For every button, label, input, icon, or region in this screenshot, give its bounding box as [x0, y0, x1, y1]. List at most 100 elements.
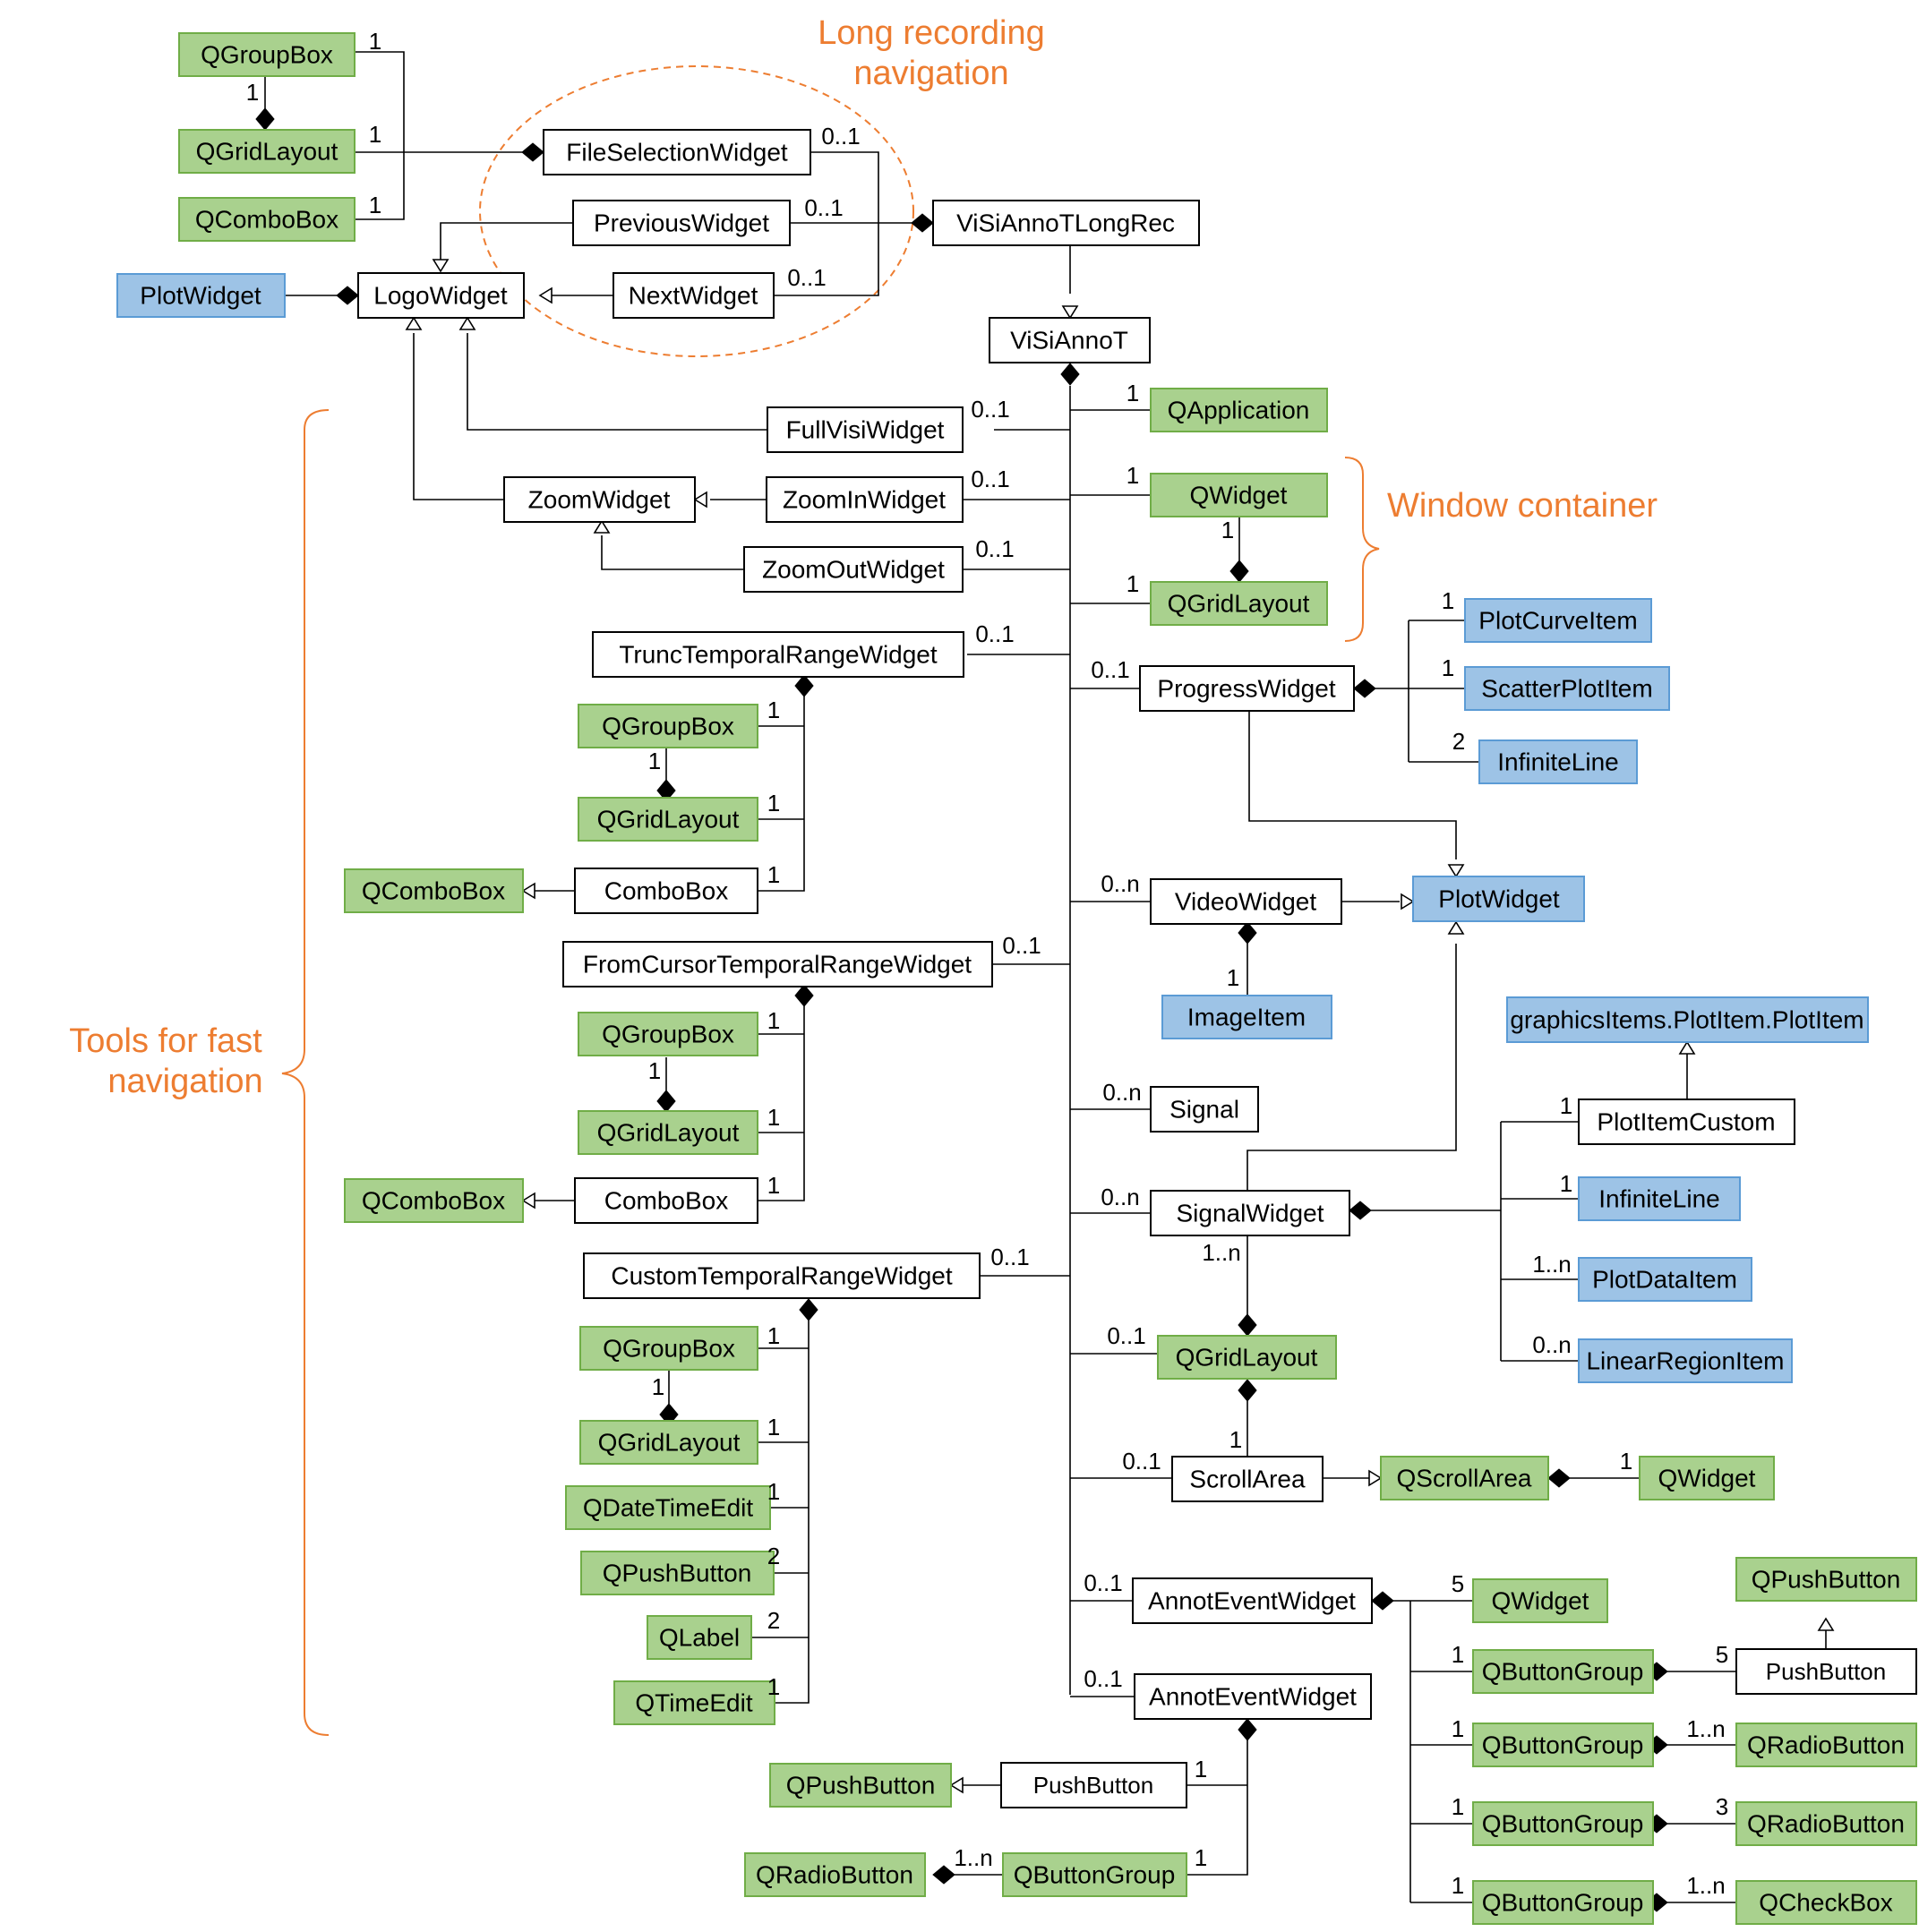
node-nextwidget[interactable] [613, 272, 775, 319]
node-infiniteline-sw[interactable] [1578, 1176, 1741, 1221]
node-qradiobutton-r2[interactable] [1735, 1723, 1917, 1767]
node-qcheckbox[interactable] [1735, 1880, 1917, 1925]
node-infiniteline-pw[interactable] [1478, 739, 1638, 784]
node-qbuttongroup2[interactable] [1472, 1723, 1654, 1767]
node-pushbutton-bottom[interactable] [1000, 1762, 1187, 1808]
node-fc-combobox[interactable] [574, 1177, 758, 1224]
node-zoomwidget[interactable] [503, 476, 696, 523]
triangle-marker [1447, 864, 1465, 878]
node-fc-qgridlayout[interactable] [578, 1110, 758, 1155]
node-custom[interactable] [583, 1252, 981, 1299]
node-fc-qcombobox[interactable] [344, 1178, 524, 1223]
multiplicity: 1 [767, 697, 780, 723]
node-qscrollarea[interactable] [1380, 1456, 1549, 1500]
node-plotitem[interactable] [1506, 996, 1869, 1043]
node-qbuttongroup3[interactable] [1472, 1801, 1654, 1846]
triangle-marker [593, 519, 611, 534]
node-qradiobutton-bottom[interactable] [744, 1852, 926, 1897]
node-label: InfiniteLine [1497, 748, 1618, 776]
node-qgroupbox-top[interactable] [178, 32, 356, 77]
node-label: QWidget [1492, 1587, 1589, 1615]
triangle-marker [1061, 305, 1079, 320]
node-signal[interactable] [1150, 1086, 1259, 1133]
multiplicity: 0..1 [787, 264, 826, 291]
node-annotevent2[interactable] [1134, 1673, 1372, 1720]
node-previouswidget[interactable] [572, 200, 791, 246]
node-signalwidget[interactable] [1150, 1190, 1350, 1236]
node-cu-qgroupbox[interactable] [579, 1326, 758, 1371]
node-fc-qgroupbox[interactable] [578, 1012, 758, 1056]
node-qcombobox-top[interactable] [178, 197, 356, 242]
node-label: QGridLayout [597, 806, 740, 833]
node-qwidget-sa[interactable] [1639, 1456, 1775, 1500]
node-imageitem[interactable] [1161, 995, 1332, 1039]
node-cu-qpushbutton[interactable] [580, 1551, 775, 1595]
node-plotwidget-main[interactable] [1412, 876, 1585, 922]
node-cu-qgridlayout[interactable] [579, 1420, 758, 1465]
node-videowidget[interactable] [1150, 878, 1342, 925]
node-pushbutton-right[interactable] [1735, 1648, 1917, 1695]
node-scatterplotitem[interactable] [1464, 666, 1670, 711]
node-fullvisiwidget[interactable] [767, 406, 964, 453]
node-visiannot[interactable] [989, 317, 1151, 363]
node-qbuttongroup1[interactable] [1472, 1649, 1654, 1694]
node-trunc-combobox[interactable] [574, 868, 758, 914]
node-trunc-qgroupbox[interactable] [578, 704, 758, 748]
node-qpushbutton-bottom[interactable] [769, 1763, 952, 1808]
node-qgridlayout-top[interactable] [178, 129, 356, 174]
node-label: QGroupBox [602, 713, 734, 740]
node-plotwidget-left[interactable] [116, 273, 286, 318]
triangle-marker [521, 1192, 535, 1210]
node-label: QPushButton [786, 1772, 936, 1799]
multiplicity: 1 [1221, 517, 1234, 543]
annotations: Long recording navigation Window contain… [69, 14, 1658, 1736]
multiplicity: 1 [1442, 654, 1454, 681]
multiplicity: 0..1 [975, 620, 1014, 647]
node-linearregionitem[interactable] [1578, 1338, 1793, 1383]
node-zoominwidget[interactable] [766, 476, 964, 523]
node-qbuttongroup-bottom[interactable] [1002, 1852, 1187, 1897]
node-plotdataitem[interactable] [1578, 1257, 1752, 1302]
multiplicity: 2 [1452, 728, 1465, 755]
multiplicity: 1 [246, 79, 259, 106]
node-scrollarea[interactable] [1171, 1456, 1324, 1502]
node-cu-qlabel[interactable] [647, 1615, 752, 1660]
window-container-label: Window container [1387, 487, 1658, 525]
diamond-marker [1238, 921, 1257, 945]
node-cu-qtimeedit[interactable] [613, 1680, 775, 1725]
node-label: PlotWidget [1438, 885, 1560, 913]
node-label: FullVisiWidget [786, 416, 945, 444]
node-label: QTimeEdit [635, 1689, 752, 1717]
node-label: QButtonGroup [1482, 1889, 1644, 1917]
node-label: NextWidget [629, 282, 758, 310]
node-visiannotlongrec[interactable] [932, 200, 1200, 246]
node-label: QComboBox [195, 206, 338, 234]
node-plotcurveitem[interactable] [1464, 598, 1652, 643]
connector [774, 151, 879, 296]
node-progresswidget[interactable] [1139, 665, 1355, 712]
node-label: graphicsItems.PlotItem.PlotItem [1510, 1006, 1863, 1034]
node-qwidget-ae[interactable] [1472, 1578, 1608, 1623]
node-qgridlayout-wc[interactable] [1150, 581, 1328, 626]
node-qapplication[interactable] [1150, 388, 1328, 432]
node-trunc[interactable] [592, 631, 964, 678]
node-logowidget[interactable] [357, 272, 525, 319]
node-trunc-qgridlayout[interactable] [578, 797, 758, 842]
node-label: ZoomInWidget [783, 486, 946, 514]
node-cu-qdatetimeedit[interactable] [565, 1485, 771, 1530]
node-qpushbutton-right[interactable] [1735, 1557, 1917, 1602]
diamond-marker [1238, 1313, 1257, 1337]
multiplicity: 3 [1716, 1793, 1728, 1820]
node-qradiobutton-r3[interactable] [1735, 1801, 1917, 1846]
node-plotitemcustom[interactable] [1578, 1099, 1795, 1145]
node-zoomoutwidget[interactable] [743, 546, 964, 593]
node-qbuttongroup4[interactable] [1472, 1880, 1654, 1925]
node-annotevent1[interactable] [1132, 1577, 1373, 1624]
triangle-marker [949, 1776, 964, 1794]
node-qwidget-wc[interactable] [1150, 473, 1328, 517]
node-fileselectionwidget[interactable] [543, 129, 811, 175]
node-trunc-qcombobox[interactable] [344, 868, 524, 913]
node-qgridlayout-sw[interactable] [1157, 1335, 1337, 1380]
node-fromcursor[interactable] [562, 941, 993, 987]
multiplicity: 1 [1560, 1092, 1572, 1119]
